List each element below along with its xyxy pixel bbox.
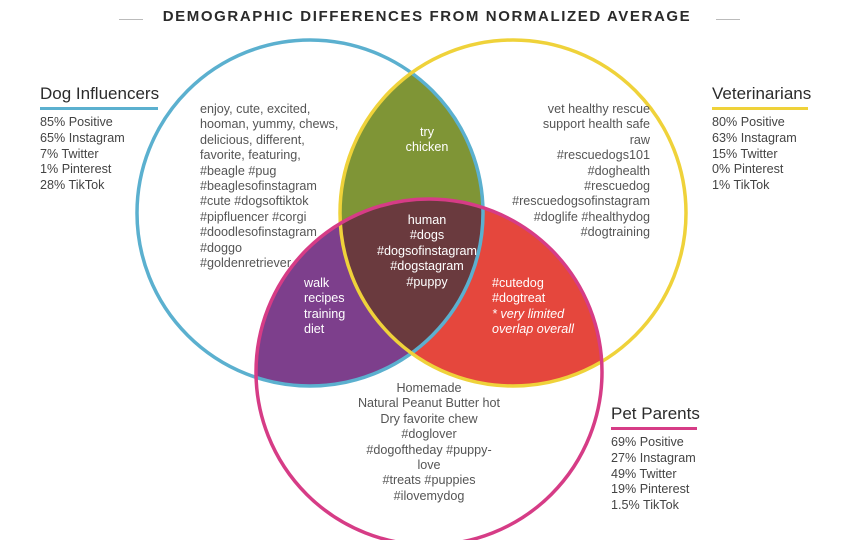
- overlap-vet-parent-terms: #cutedog #dogtreat * very limited overla…: [492, 276, 602, 338]
- term-line: enjoy, cute, excited,: [200, 102, 311, 116]
- term-line: #rescuedogsofinstagram: [512, 194, 650, 209]
- diagram-title: DEMOGRAPHIC DIFFERENCES FROM NORMALIZED …: [162, 8, 692, 25]
- overlap-note: * very limited: [492, 306, 565, 321]
- stat-line: 1% Pinterest: [40, 162, 112, 177]
- term-line: #doggo: [200, 240, 243, 255]
- pet-parents-circle: [254, 197, 604, 540]
- term-line: #treats #puppies: [382, 473, 476, 488]
- term-line: #ilovemydog: [393, 488, 465, 503]
- stat-line: 49% Twitter: [611, 466, 677, 481]
- term-line: #dogtraining: [580, 225, 650, 240]
- stat-line: 69% Positive: [611, 435, 684, 449]
- stat-line: 28% TikTok: [40, 178, 105, 193]
- term-line: Dry favorite chew: [380, 411, 478, 426]
- dog-influencers-terms: enjoy, cute, excited, hooman, yummy, che…: [200, 102, 360, 271]
- term-line: hooman, yummy, chews,: [200, 117, 339, 132]
- term-line: #beagle #pug: [200, 163, 277, 178]
- term-line: #dogoftheday #puppy-: [366, 442, 492, 457]
- term-line: love: [417, 458, 441, 473]
- overlap-influencer-parent-terms: walk recipes training diet: [304, 276, 374, 338]
- stat-line: 27% Instagram: [611, 450, 696, 465]
- term-line: #pipfluencer #corgi: [200, 209, 307, 224]
- term-line: #dogsofinstagram: [376, 243, 478, 258]
- veterinarians-terms: vet healthy rescue support health safe r…: [470, 102, 650, 241]
- term-line: chicken: [405, 140, 449, 155]
- pet-parents-legend: Pet Parents 69% Positive 27% Instagram 4…: [611, 404, 700, 514]
- term-line: delicious, different,: [200, 132, 305, 147]
- term-line: #doodlesofinstagram: [200, 225, 317, 240]
- stat-line: 0% Pinterest: [712, 162, 784, 177]
- stat-line: 19% Pinterest: [611, 482, 690, 497]
- stat-line: 1% TikTok: [712, 178, 770, 193]
- term-line: #dogstagram: [390, 259, 464, 274]
- term-line: favorite, featuring,: [200, 148, 301, 163]
- term-line: #doghealth: [587, 163, 650, 178]
- overlap-note: overlap overall: [492, 322, 574, 337]
- dog-influencers-circle: [135, 38, 485, 388]
- veterinarians-circle: [338, 38, 688, 388]
- term-line: vet healthy rescue: [547, 102, 650, 116]
- stat-line: 65% Instagram: [40, 130, 125, 145]
- term-line: #rescuedogs101: [556, 148, 650, 163]
- overlap-influencer-vet-terms: try chicken: [387, 125, 467, 156]
- term-line: #goldenretriever: [200, 256, 292, 271]
- term-line: #cutedog: [492, 276, 544, 290]
- overlap-all-terms: human #dogs #dogsofinstagram #dogstagram…: [362, 213, 492, 290]
- term-line: human: [407, 213, 447, 227]
- term-line: training: [304, 306, 346, 321]
- title-rule-right: [716, 19, 740, 20]
- term-line: #beaglesofinstagram: [200, 179, 317, 194]
- title-rule-left: [119, 19, 143, 20]
- stat-line: 85% Positive: [40, 115, 113, 129]
- term-line: #dogs: [409, 228, 445, 243]
- term-line: try: [420, 125, 434, 139]
- term-line: #doglife #healthydog: [533, 209, 650, 224]
- stat-line: 80% Positive: [712, 115, 785, 129]
- pet-parents-rule: [611, 427, 697, 430]
- term-line: #puppy: [406, 274, 448, 289]
- veterinarians-name: Veterinarians: [712, 84, 812, 103]
- veterinarians-rule: [712, 107, 808, 110]
- term-line: recipes: [304, 291, 345, 306]
- dog-influencers-legend: Dog Influencers 85% Positive 65% Instagr…: [40, 84, 159, 194]
- term-line: #doglover: [401, 427, 457, 442]
- term-line: #cute #dogsoftiktok: [200, 194, 309, 209]
- term-line: #dogtreat: [492, 291, 546, 306]
- stat-line: 7% Twitter: [40, 146, 99, 161]
- term-line: raw: [629, 132, 650, 147]
- term-line: #rescuedog: [584, 179, 650, 194]
- stat-line: 63% Instagram: [712, 130, 797, 145]
- term-line: support health safe: [542, 117, 650, 132]
- pet-parents-name: Pet Parents: [611, 404, 700, 423]
- veterinarians-legend: Veterinarians 80% Positive 63% Instagram…: [712, 84, 811, 194]
- pet-parents-terms: Homemade Natural Peanut Butter hot Dry f…: [339, 381, 519, 504]
- dog-influencers-rule: [40, 107, 158, 110]
- stat-line: 15% Twitter: [712, 146, 778, 161]
- term-line: walk: [304, 276, 330, 290]
- stat-line: 1.5% TikTok: [611, 498, 679, 513]
- term-line: Homemade: [396, 381, 462, 395]
- term-line: Natural Peanut Butter hot: [357, 396, 501, 411]
- dog-influencers-name: Dog Influencers: [40, 84, 160, 103]
- term-line: diet: [304, 322, 325, 337]
